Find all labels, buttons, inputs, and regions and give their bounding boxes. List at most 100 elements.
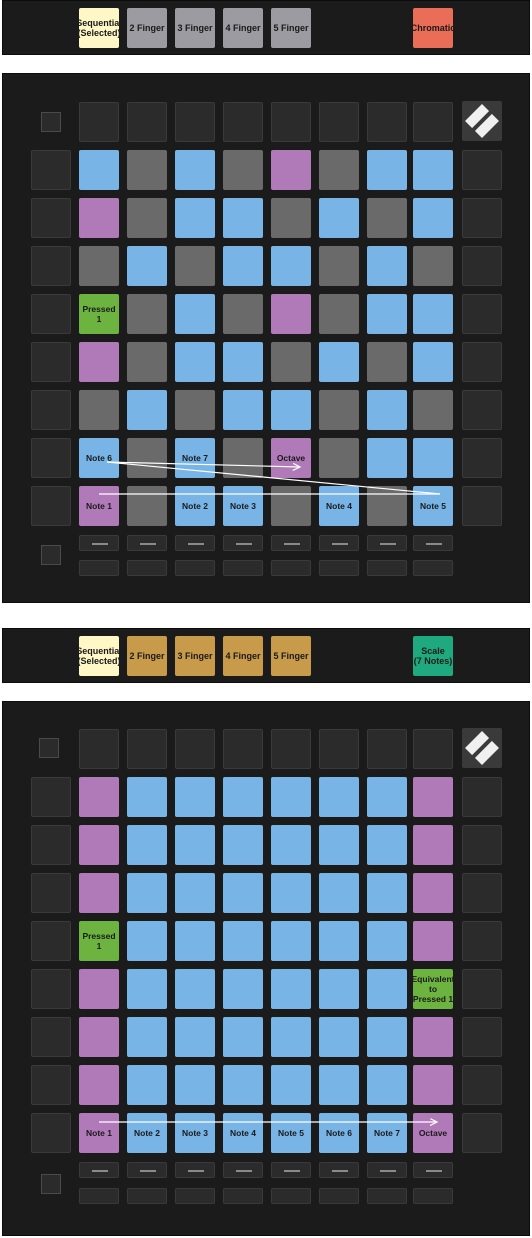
pad[interactable] [175, 246, 215, 286]
left-side-button[interactable] [31, 486, 71, 526]
top-left-small-button[interactable] [41, 112, 61, 132]
pad[interactable] [223, 390, 263, 430]
top-row-button[interactable] [271, 729, 311, 769]
pad[interactable] [413, 777, 453, 817]
pad[interactable] [79, 1017, 119, 1057]
pad[interactable] [127, 198, 167, 238]
pad[interactable] [223, 825, 263, 865]
pad[interactable] [319, 1017, 359, 1057]
pad[interactable] [413, 390, 453, 430]
pad[interactable] [223, 150, 263, 190]
pad[interactable] [367, 246, 407, 286]
bottom-strip-button[interactable] [223, 535, 263, 551]
right-side-button[interactable] [462, 1017, 502, 1057]
pad[interactable] [413, 342, 453, 382]
pad[interactable] [127, 777, 167, 817]
pad[interactable] [175, 294, 215, 334]
pad-note3[interactable]: Note 3 [223, 486, 263, 526]
sequential-button[interactable]: Sequential (Selected) [76, 8, 122, 48]
bottom-strip-button[interactable] [79, 560, 119, 576]
bottom-strip-button[interactable] [79, 1162, 119, 1178]
left-side-button[interactable] [31, 777, 71, 817]
pad[interactable] [79, 777, 119, 817]
right-side-button[interactable] [462, 1065, 502, 1105]
pad[interactable] [127, 342, 167, 382]
pad[interactable] [271, 294, 311, 334]
bottom-strip-button[interactable] [413, 560, 453, 576]
bottom-strip-button[interactable] [127, 535, 167, 551]
pad[interactable] [271, 486, 311, 526]
pad[interactable] [79, 825, 119, 865]
pad[interactable] [79, 150, 119, 190]
pad[interactable] [127, 969, 167, 1009]
pad[interactable] [79, 246, 119, 286]
pad[interactable] [413, 1017, 453, 1057]
pad[interactable] [271, 969, 311, 1009]
pad[interactable] [127, 390, 167, 430]
bottom-strip-button[interactable] [175, 1162, 215, 1178]
bottom-strip-button[interactable] [367, 1162, 407, 1178]
top-row-button[interactable] [223, 729, 263, 769]
pad[interactable] [319, 390, 359, 430]
pad[interactable] [367, 198, 407, 238]
pad[interactable] [175, 873, 215, 913]
top-row-button[interactable] [79, 729, 119, 769]
pad[interactable] [413, 1065, 453, 1105]
pad[interactable] [319, 342, 359, 382]
pad[interactable] [319, 921, 359, 961]
two-finger-button[interactable]: 2 Finger [127, 8, 167, 48]
right-side-button[interactable] [462, 438, 502, 478]
pad-note1[interactable]: Note 1 [79, 1113, 119, 1153]
bottom-strip-button[interactable] [367, 535, 407, 551]
pad[interactable] [175, 342, 215, 382]
pad[interactable] [319, 777, 359, 817]
top-row-button[interactable] [271, 102, 311, 142]
pad[interactable] [79, 198, 119, 238]
bottom-strip-button[interactable] [319, 535, 359, 551]
left-side-button[interactable] [31, 873, 71, 913]
bottom-strip-button[interactable] [127, 560, 167, 576]
top-row-button[interactable] [413, 729, 453, 769]
bottom-strip-button[interactable] [175, 535, 215, 551]
pad-note3[interactable]: Note 3 [175, 1113, 215, 1153]
pad[interactable] [175, 1065, 215, 1105]
pad[interactable] [367, 390, 407, 430]
pad[interactable] [223, 921, 263, 961]
right-side-button[interactable] [462, 198, 502, 238]
pad[interactable] [223, 198, 263, 238]
right-side-button[interactable] [462, 246, 502, 286]
bottom-strip-button[interactable] [223, 1188, 263, 1204]
pad[interactable] [223, 777, 263, 817]
pad[interactable] [319, 969, 359, 1009]
pad[interactable] [413, 825, 453, 865]
pad[interactable] [367, 486, 407, 526]
left-side-button[interactable] [31, 438, 71, 478]
bottom-strip-button[interactable] [223, 1162, 263, 1178]
pad[interactable] [223, 294, 263, 334]
pad[interactable] [367, 342, 407, 382]
bottom-strip-button[interactable] [271, 535, 311, 551]
left-side-button[interactable] [31, 246, 71, 286]
right-side-button[interactable] [462, 777, 502, 817]
pad[interactable] [413, 438, 453, 478]
five-finger-button[interactable]: 5 Finger [271, 636, 311, 676]
four-finger-button[interactable]: 4 Finger [223, 636, 263, 676]
pad-pressed[interactable]: Pressed 1 [79, 921, 119, 961]
pad[interactable] [127, 486, 167, 526]
pad[interactable] [127, 246, 167, 286]
pad[interactable] [413, 198, 453, 238]
bottom-strip-button[interactable] [127, 1162, 167, 1178]
pad[interactable] [175, 921, 215, 961]
pad[interactable] [127, 294, 167, 334]
pad[interactable] [367, 438, 407, 478]
pad[interactable] [319, 150, 359, 190]
bottom-strip-button[interactable] [319, 1162, 359, 1178]
bottom-strip-button[interactable] [413, 535, 453, 551]
pad[interactable] [79, 342, 119, 382]
pad-note1[interactable]: Note 1 [79, 486, 119, 526]
bottom-strip-button[interactable] [175, 560, 215, 576]
top-row-button[interactable] [367, 102, 407, 142]
pad[interactable] [271, 921, 311, 961]
bottom-strip-button[interactable] [413, 1162, 453, 1178]
right-side-button[interactable] [462, 390, 502, 430]
